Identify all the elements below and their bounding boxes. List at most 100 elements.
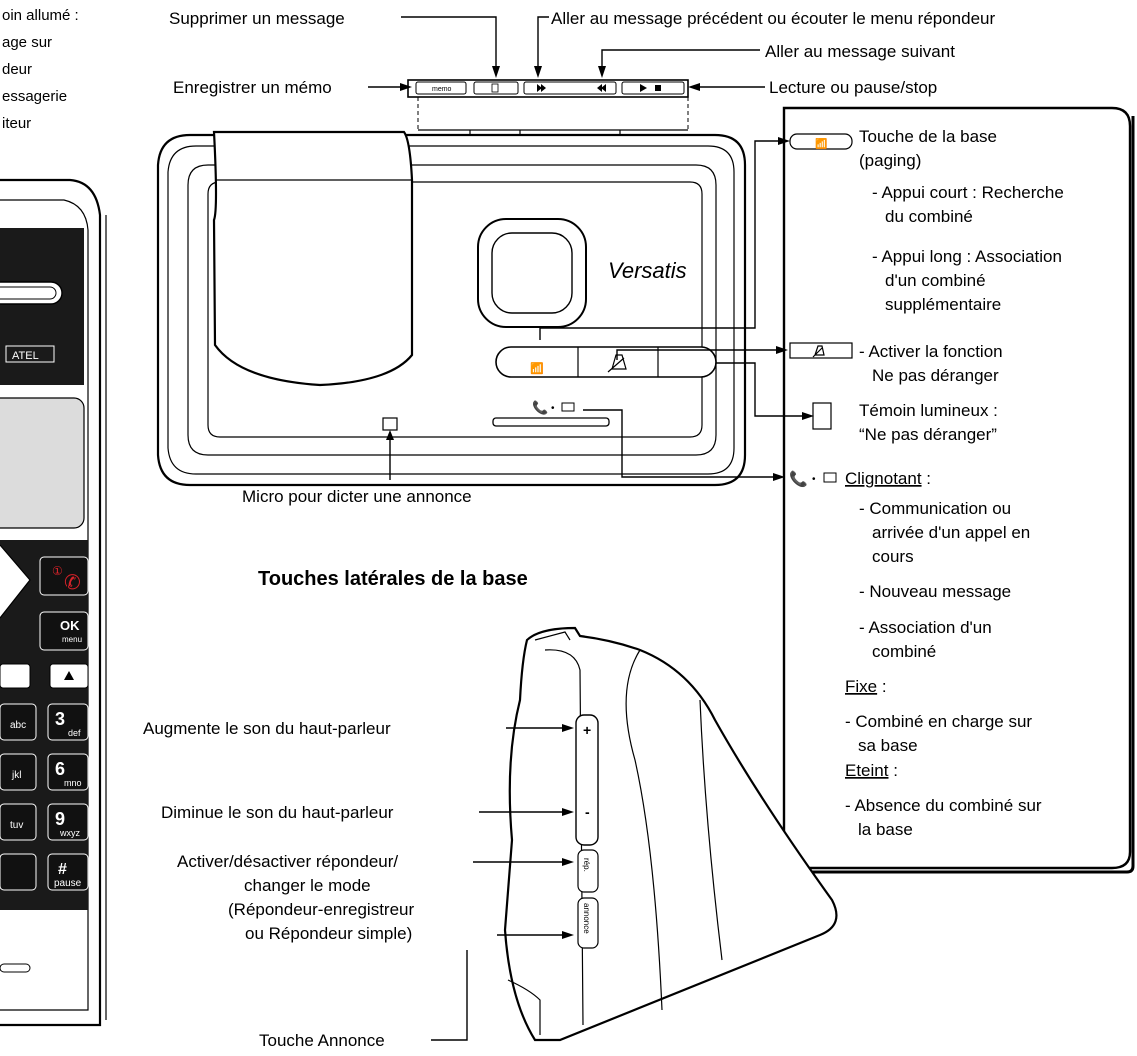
- handset-key-small-1[interactable]: [0, 663, 31, 689]
- key-hash[interactable]: [47, 853, 89, 891]
- legend-absence-2: la base: [858, 820, 913, 839]
- legend-court-2: du combiné: [885, 207, 973, 226]
- base-microphone: [382, 417, 398, 431]
- handset-text-3: deur: [2, 61, 32, 78]
- paging-icon[interactable]: 📶: [530, 362, 544, 375]
- legend-fixe-colon: :: [877, 677, 886, 696]
- key-5[interactable]: [0, 753, 37, 791]
- legend-court-1: - Appui court : Recherche: [872, 183, 1064, 202]
- volume-up-key[interactable]: +: [583, 722, 591, 738]
- callout-activer-1: Activer/désactiver répondeur/: [177, 852, 398, 871]
- annonce-key[interactable]: [577, 897, 599, 949]
- callout-activer-3: (Répondeur-enregistreur: [228, 900, 414, 919]
- leader-supprimer: [401, 16, 497, 72]
- callout-precedent: Aller au message précédent ou écouter le…: [551, 9, 996, 28]
- led-phone-icon: 📞: [532, 399, 549, 415]
- annonce-key-label: annonce: [582, 903, 591, 934]
- ok-key-label: OK: [60, 618, 80, 633]
- led-indicator-mini: [812, 402, 832, 430]
- key-2-label: abc: [10, 720, 26, 731]
- legend-temoin-2: “Ne pas déranger”: [859, 425, 997, 444]
- dnd-mini-icon: [812, 345, 825, 358]
- handset-text-5: iteur: [2, 115, 31, 132]
- prev-next-key[interactable]: [523, 81, 617, 95]
- earpiece-slot: [0, 281, 63, 305]
- rewind-icon: [537, 84, 546, 92]
- legend-box-shadow: [790, 116, 1135, 874]
- leader-paging: [539, 140, 786, 340]
- key-0[interactable]: [0, 853, 37, 891]
- callout-memo: Enregistrer un mémo: [173, 78, 332, 97]
- end-call-key[interactable]: [39, 556, 89, 596]
- legend-npd-2: Ne pas déranger: [872, 366, 999, 385]
- legend-com-3: cours: [872, 547, 914, 566]
- key-6[interactable]: [47, 753, 89, 791]
- callout-diminue: Diminue le son du haut-parleur: [161, 803, 394, 822]
- key-8[interactable]: [0, 803, 37, 841]
- key-3[interactable]: [47, 703, 89, 741]
- key-9-digit: 9: [55, 809, 65, 829]
- rep-key[interactable]: [577, 849, 599, 893]
- callout-lecture: Lecture ou pause/stop: [769, 78, 937, 97]
- volume-down-key[interactable]: -: [585, 804, 590, 820]
- handset-screen: [0, 397, 85, 529]
- side-curve-2: [699, 699, 723, 961]
- key-hash-symbol: #: [58, 861, 67, 878]
- top-callouts: Supprimer un message Aller au message pr…: [169, 9, 996, 506]
- do-not-disturb-icon[interactable]: [607, 354, 627, 373]
- earpiece-slot-inner: [0, 286, 57, 300]
- base-inner-rim: [187, 164, 717, 456]
- leader-precedent: [537, 16, 549, 72]
- legend-paging-1: Touche de la base: [859, 127, 997, 146]
- ok-menu-key[interactable]: [39, 611, 89, 651]
- memo-key-label: memo: [432, 86, 452, 93]
- key-9[interactable]: [47, 803, 89, 841]
- play-icon: [640, 84, 647, 92]
- leader-blinking: [583, 409, 780, 478]
- legend-charge-1: - Combiné en charge sur: [845, 712, 1032, 731]
- key-9-letters: wxyz: [59, 828, 80, 838]
- leader-suivant: [601, 49, 760, 72]
- base-outer-rim: [167, 145, 735, 475]
- dnd-button-mini: [789, 342, 853, 359]
- phone-icon: 📞: [789, 469, 808, 488]
- key-2[interactable]: [0, 703, 37, 741]
- callout-activer-2: changer le mode: [244, 876, 371, 895]
- handset-text-4: essagerie: [2, 88, 67, 105]
- base-inner-rim-2: [207, 181, 703, 438]
- legend-nouveau: - Nouveau message: [859, 582, 1011, 601]
- side-keys-title: Touches latérales de la base: [258, 568, 528, 590]
- svg-text:Fixe :: Fixe :: [845, 677, 887, 696]
- legend-long-3: supplémentaire: [885, 295, 1001, 314]
- legend-eteint-colon: :: [888, 761, 897, 780]
- microphone-slot: [0, 963, 31, 973]
- legend-paging-2: (paging): [859, 151, 921, 170]
- key-3-letters: def: [68, 728, 81, 738]
- callout-supprimer: Supprimer un message: [169, 9, 345, 28]
- red-handset-icon: ✆: [64, 572, 81, 594]
- base-button-bar: [495, 346, 717, 378]
- forward-icon: [597, 84, 606, 92]
- dot-icon: •: [812, 474, 816, 485]
- base-side-view: + - rép. annonce: [503, 626, 838, 1042]
- legend-long-2: d'un combiné: [885, 271, 986, 290]
- legend-absence-1: - Absence du combiné sur: [845, 796, 1042, 815]
- legend-npd-1: - Activer la fonction: [859, 342, 1003, 361]
- side-callouts: Augmente le son du haut-parleur Diminue …: [143, 719, 574, 1050]
- nav-key[interactable]: [0, 544, 31, 619]
- legend-temoin-1: Témoin lumineux :: [859, 401, 998, 420]
- play-stop-key[interactable]: [621, 81, 685, 95]
- leader-annonce: [431, 950, 468, 1041]
- volume-key-frame: [575, 714, 599, 846]
- legend-panel: 📶 Touche de la base (paging) - Appui cou…: [539, 106, 1135, 874]
- led-battery-icon: [561, 402, 575, 412]
- memo-key[interactable]: [415, 81, 467, 95]
- brand-plate: [5, 345, 55, 363]
- up-arrow-icon: [64, 671, 74, 680]
- handset-inner-edge: [0, 199, 89, 1011]
- speaker-inner: [491, 232, 573, 314]
- side-foot: [507, 979, 541, 1035]
- battery-icon: [823, 472, 837, 483]
- legend-charge-2: sa base: [858, 736, 918, 755]
